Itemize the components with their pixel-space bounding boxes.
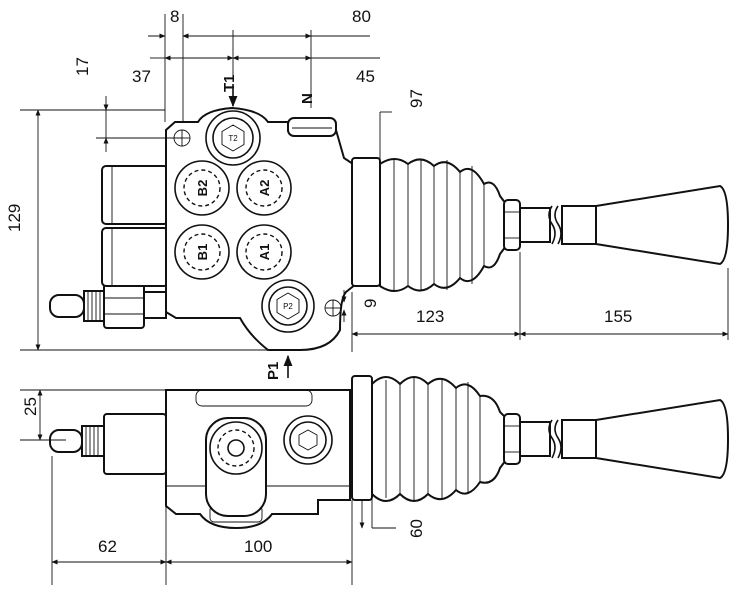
port-label-p2: P2 xyxy=(283,302,293,311)
dim-97: 97 xyxy=(407,89,426,108)
n-port-nub xyxy=(287,117,337,137)
dim-62: 62 xyxy=(98,537,117,556)
dim-129: 129 xyxy=(5,204,24,232)
rubber-bellows-side xyxy=(371,376,507,502)
port-label-p1: P1 xyxy=(265,362,282,380)
dim-37: 37 xyxy=(132,67,151,86)
port-label-t2: T2 xyxy=(228,134,238,143)
port-label-b1: B1 xyxy=(195,244,210,261)
dim-155: 155 xyxy=(604,307,632,326)
dim-123: 123 xyxy=(416,307,444,326)
dim-8: 8 xyxy=(170,7,179,26)
inlet-fitting-top xyxy=(49,283,167,329)
dim-17: 17 xyxy=(73,57,92,76)
port-label-a1: A1 xyxy=(257,244,272,261)
rubber-bellows-top xyxy=(379,158,507,292)
top-view: T2 B2 A2 B1 A1 P2 xyxy=(5,7,730,352)
dim-25: 25 xyxy=(21,397,40,416)
side-view: P1 xyxy=(20,354,730,585)
dim-45: 45 xyxy=(356,67,375,86)
lever-handle-top xyxy=(595,184,730,266)
dim-9: 9 xyxy=(361,299,380,308)
dim-100: 100 xyxy=(244,537,272,556)
dim-80: 80 xyxy=(352,7,371,26)
port-label-t1: T1 xyxy=(221,74,238,92)
dim-60: 60 xyxy=(407,519,426,538)
lever-handle-side xyxy=(595,398,730,480)
port-label-b2: B2 xyxy=(195,180,210,197)
port-label-a2: A2 xyxy=(257,180,272,197)
port-label-n: N xyxy=(299,93,316,104)
lever-nut-top xyxy=(503,199,521,251)
